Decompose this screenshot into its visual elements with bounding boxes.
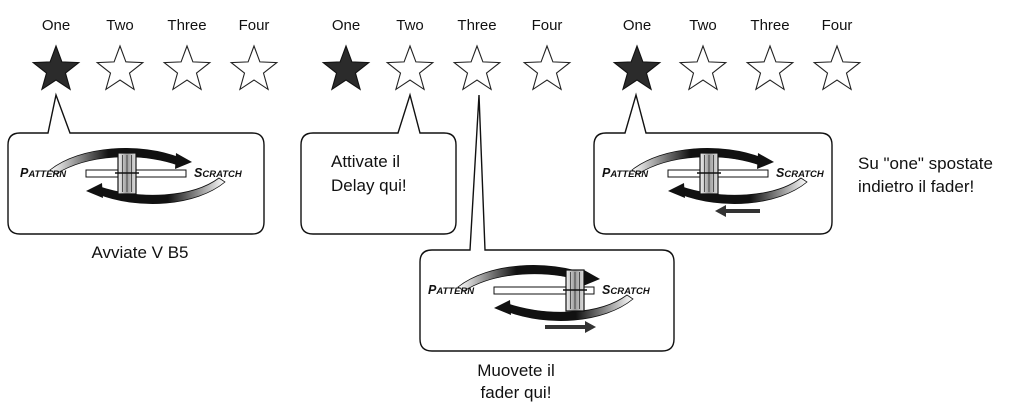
arrow-right-icon [545, 321, 596, 333]
star-beat-one [321, 44, 371, 91]
beat-label-two: Two [396, 17, 424, 34]
star-beat-two [678, 44, 728, 91]
caption-delay-line1: Attivate il [331, 152, 400, 171]
beat-label-three: Three [167, 17, 206, 34]
beat-label-four: Four [532, 17, 563, 34]
star-beat-three [162, 44, 212, 91]
beat-label-four: Four [822, 17, 853, 34]
beat-label-one: One [42, 17, 70, 34]
star-beat-two [385, 44, 435, 91]
fader-right-label: SCRATCH [776, 166, 825, 180]
star-beat-one [31, 44, 81, 91]
arrow-shaft [545, 325, 587, 329]
beat-label-four: Four [239, 17, 270, 34]
arrowhead-icon [86, 183, 103, 198]
caption-back-line2: indietro il fader! [858, 177, 974, 196]
caption-start: Avviate V B5 [91, 243, 188, 262]
beat-label-two: Two [106, 17, 134, 34]
beat-label-two: Two [689, 17, 717, 34]
star-beat-four [812, 44, 862, 91]
beat-label-three: Three [750, 17, 789, 34]
arrow-shaft [724, 209, 760, 213]
arrowhead-icon [757, 153, 774, 169]
caption-move-line1: Muovete il [477, 361, 554, 380]
star-beat-four [522, 44, 572, 91]
arrowhead-icon [175, 153, 192, 169]
callout-box-move [419, 94, 675, 352]
fader-diagram-1: PATTERN SCRATCH [20, 148, 243, 204]
fader-left-label: PATTERN [602, 166, 649, 180]
arrowhead-icon [494, 300, 511, 315]
star-beat-three [745, 44, 795, 91]
beat-group-3: One Two Three Four PATTERN SCRATCH Su "on… [593, 17, 993, 235]
arrowhead-icon [668, 183, 685, 198]
arrow-head [715, 205, 726, 217]
beat-group-1: One Two Three Four PATTERN SCRATCH Avviat… [7, 17, 279, 262]
fader-track [493, 286, 595, 295]
caption-move-line2: fader qui! [481, 383, 552, 402]
fader-left-label: PATTERN [20, 166, 67, 180]
star-beat-one [612, 44, 662, 91]
beat-label-one: One [332, 17, 360, 34]
beat-label-one: One [623, 17, 651, 34]
callout-box-delay [300, 92, 457, 235]
caption-back-line1: Su "one" spostate [858, 154, 993, 173]
star-row [612, 44, 862, 91]
star-row [31, 44, 279, 91]
arrow-left-icon [715, 205, 760, 217]
beat-group-2: One Two Three Four Attivate il Delay qui… [300, 17, 675, 402]
fader-left-label: PATTERN [428, 283, 475, 297]
star-beat-three [452, 44, 502, 91]
fader-diagram-2: PATTERN SCRATCH [428, 265, 651, 321]
beat-label-three: Three [457, 17, 496, 34]
star-beat-four [229, 44, 279, 91]
star-row [321, 44, 572, 91]
arrowhead-icon [583, 270, 600, 286]
star-beat-two [95, 44, 145, 91]
arrow-head [585, 321, 596, 333]
fader-right-label: SCRATCH [602, 283, 651, 297]
fader-diagram-3: PATTERN SCRATCH [602, 148, 825, 204]
fader-right-label: SCRATCH [194, 166, 243, 180]
caption-delay-line2: Delay qui! [331, 176, 407, 195]
